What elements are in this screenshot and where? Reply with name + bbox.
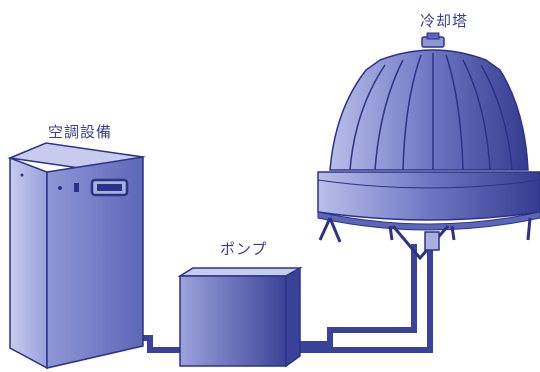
cooling-tower-label: 冷却塔 (420, 12, 469, 30)
cooling-tower-unit (317, 32, 540, 261)
pipe-pump-to-tower (297, 241, 433, 353)
air-conditioner-unit (7, 142, 146, 370)
pump-unit (177, 266, 303, 368)
air-conditioner-label: 空調設備 (48, 123, 113, 141)
pipe-ac-to-pump (140, 335, 185, 353)
pump-label: ポンプ (220, 240, 268, 258)
